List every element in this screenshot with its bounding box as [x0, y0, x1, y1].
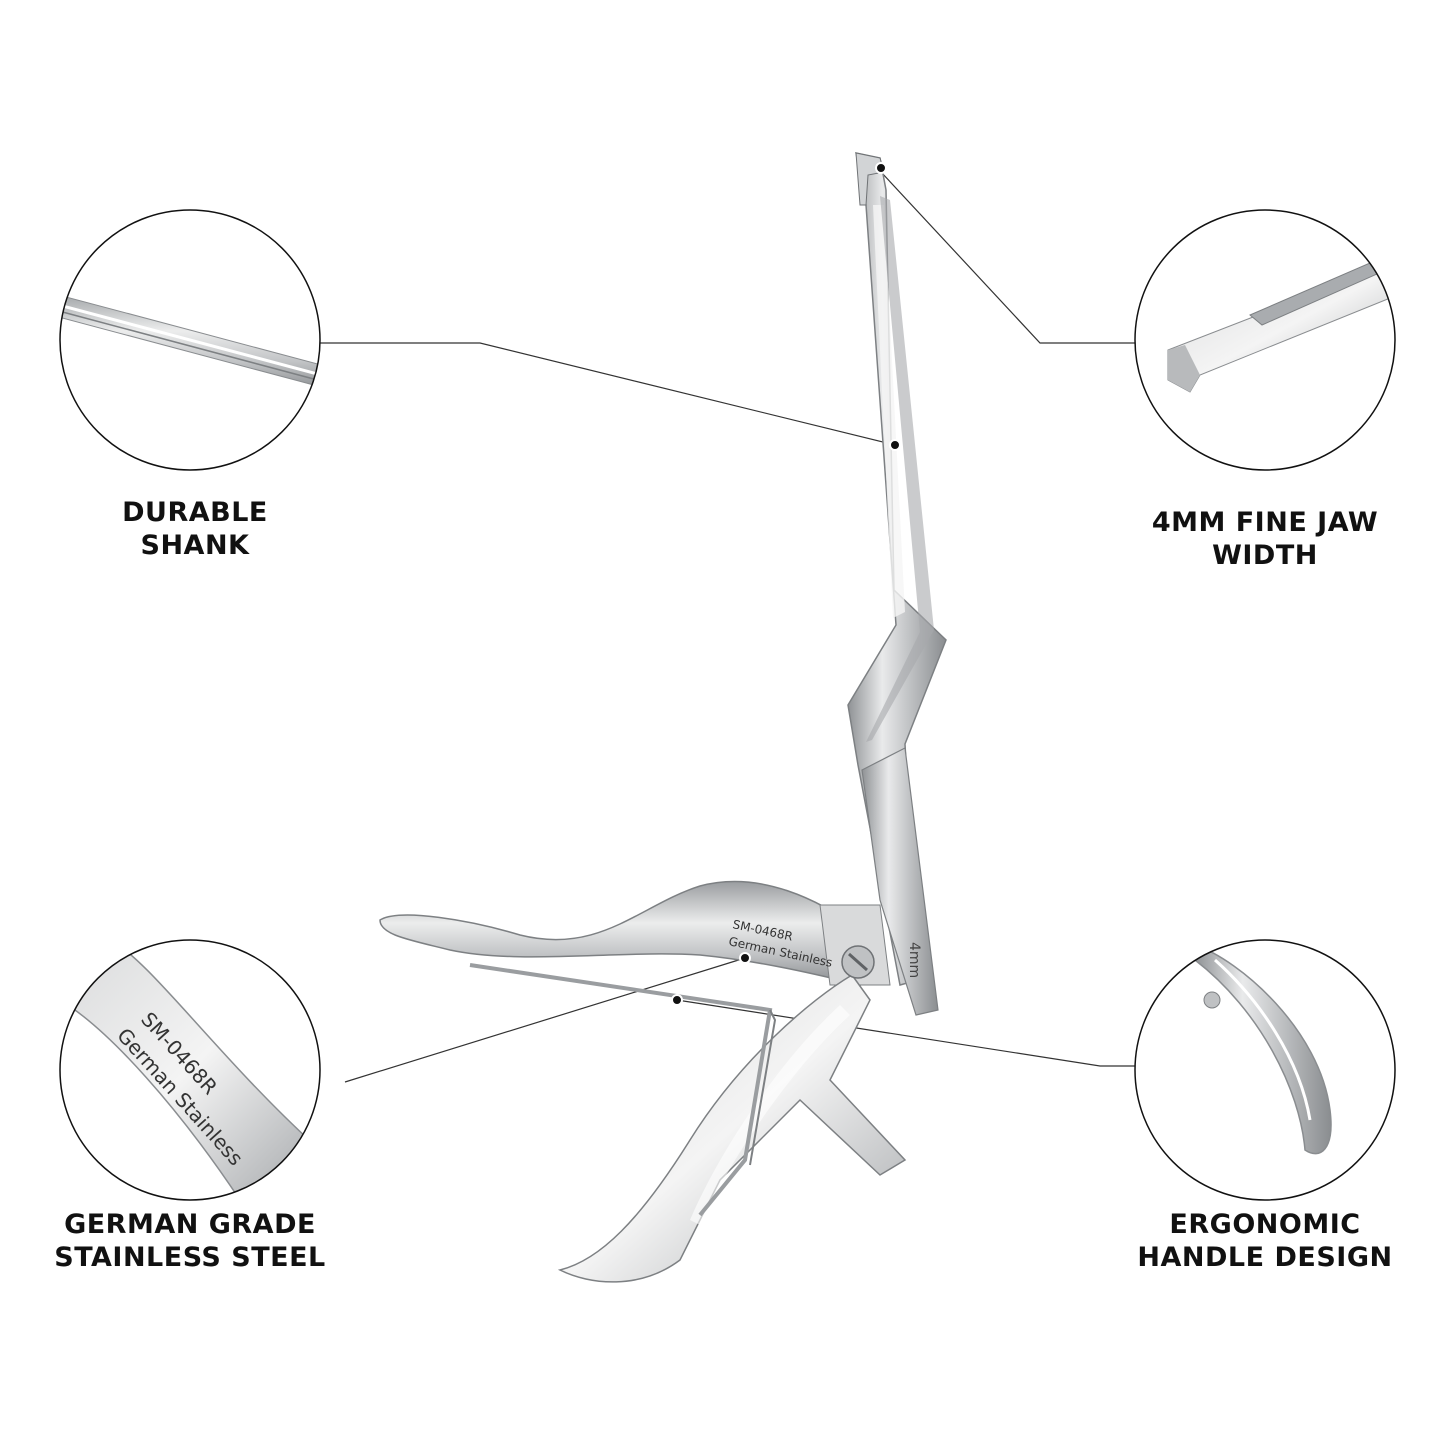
- detail-circle-jaw: [1134, 209, 1396, 471]
- leader-steel: [344, 957, 746, 1083]
- label-durable-shank: DURABLE SHANK: [60, 496, 330, 562]
- detail-circle-steel: SM-0468R German Stainless: [59, 939, 321, 1201]
- leader-shank: [320, 342, 896, 446]
- instrument-spring: [469, 963, 773, 1217]
- dot-shank: [889, 439, 901, 451]
- dot-handle: [671, 994, 683, 1006]
- label-steel-line2: STAINLESS STEEL: [54, 1242, 326, 1273]
- label-ergonomic-handle: ERGONOMIC HANDLE DESIGN: [1110, 1208, 1420, 1274]
- dot-steel: [739, 952, 751, 964]
- leader-handle: [676, 999, 1135, 1067]
- engraving-jaw-size: 4mm: [906, 942, 922, 978]
- detail-circle-handle: [1134, 939, 1396, 1201]
- label-shank-line1: DURABLE: [122, 497, 268, 528]
- label-jaw-line2: WIDTH: [1212, 540, 1318, 571]
- label-handle-line2: HANDLE DESIGN: [1137, 1242, 1393, 1273]
- label-fine-jaw-width: 4MM FINE JAW WIDTH: [1110, 506, 1420, 572]
- rongeur-instrument: SM-0468R German Stainless 4mm: [379, 152, 947, 1283]
- label-handle-line1: ERGONOMIC: [1169, 1209, 1361, 1240]
- label-shank-line2: SHANK: [140, 530, 250, 561]
- label-steel-line1: GERMAN GRADE: [64, 1209, 316, 1240]
- label-german-stainless: GERMAN GRADE STAINLESS STEEL: [30, 1208, 350, 1274]
- detail-circle-shank: [59, 209, 321, 471]
- leader-jaw: [880, 171, 1135, 344]
- instrument-lower-handle: [557, 974, 907, 1283]
- dot-jaw: [875, 162, 887, 174]
- anchor-dots: [671, 162, 901, 1006]
- label-jaw-line1: 4MM FINE JAW: [1151, 507, 1379, 538]
